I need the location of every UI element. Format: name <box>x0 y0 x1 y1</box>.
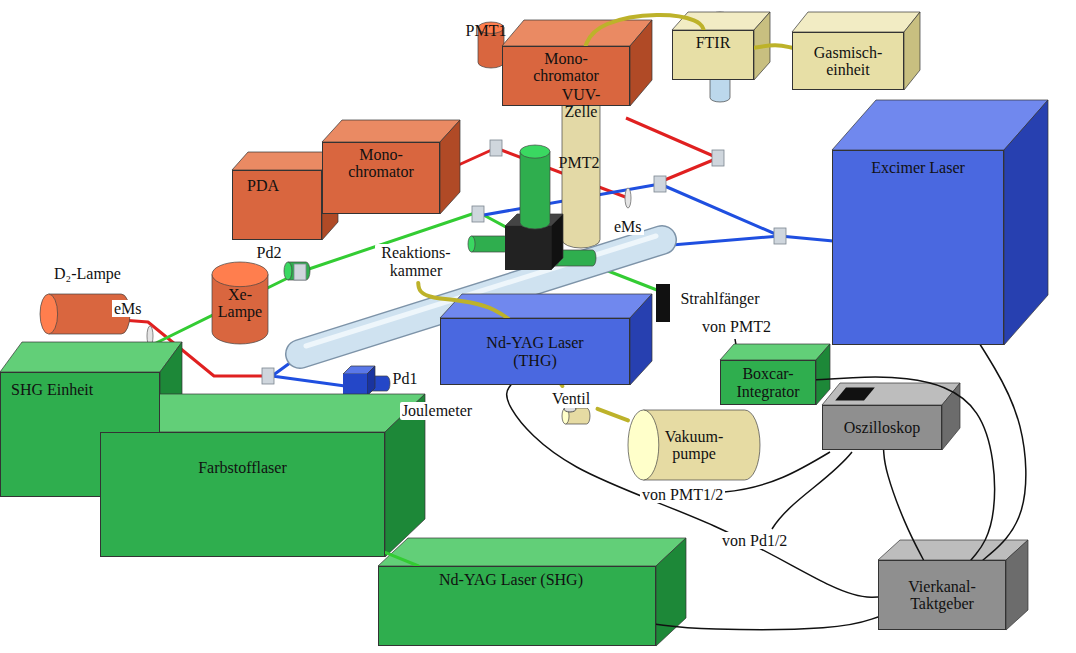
mirror <box>490 140 502 156</box>
xe-lamp-body <box>212 262 268 344</box>
gas-hose <box>754 45 792 48</box>
signal-cable <box>656 617 878 630</box>
signal-source-label: von Pd1/2 <box>720 532 789 549</box>
blue-beam <box>660 236 780 246</box>
beam-dump <box>656 284 670 322</box>
photodiode <box>284 262 310 280</box>
box-faces <box>822 383 960 450</box>
laser-box: Nd-YAG Laser (THG) <box>440 318 630 385</box>
box-faces <box>322 120 460 214</box>
photomultiplier <box>520 145 550 229</box>
excimer-laser-box: Excimer Laser <box>832 150 1004 345</box>
node-label: FTIR <box>696 34 731 51</box>
lamp: Xe-Lampe <box>211 262 269 344</box>
node-label: SHG Einheit <box>11 381 93 398</box>
mirror <box>294 264 306 280</box>
box-faces <box>832 100 1048 345</box>
mirror <box>262 368 274 384</box>
node-label: Vierkanal- Taktgeber <box>897 578 987 613</box>
valve-label: Ventil <box>545 386 598 412</box>
node-label: Farbstofflaser <box>198 459 287 476</box>
node-label: Joulemeter <box>400 402 474 419</box>
window-port <box>468 236 508 252</box>
beam-splitter-label: eMs <box>612 218 644 235</box>
detector-label: PMT1 <box>461 18 512 44</box>
signal-wire <box>772 452 852 529</box>
node-label: PMT2 <box>559 154 600 171</box>
vacuum-pump-body <box>628 410 760 480</box>
joulemeter-label: Joulemeter <box>395 398 480 424</box>
node-label: Pd1 <box>391 370 420 387</box>
dye-laser-box: Farbstofflaser <box>100 432 385 557</box>
signal-source-label: von PMT1/2 <box>640 486 725 503</box>
boxcar-box: Boxcar- Integrator <box>720 360 816 405</box>
reaction-chamber-label: Reaktions- kammer <box>371 240 461 283</box>
mirror <box>654 176 666 192</box>
detector-label: PMT2 <box>554 150 605 176</box>
node-label: PDA <box>247 177 279 194</box>
red-beam <box>626 118 718 184</box>
node-label: Vakuum- pumpe <box>659 428 729 463</box>
node-label: Mono- chromator <box>334 146 429 181</box>
pda-box: PDA <box>232 170 322 240</box>
mirror <box>774 228 786 244</box>
node-label: Strahlfänger <box>678 290 761 307</box>
node-label: Nd-YAG Laser (THG) <box>480 334 590 369</box>
signal-cable <box>816 377 995 560</box>
gas-mixer-box: Gasmisch- einheit <box>792 32 904 90</box>
gas-hose <box>598 409 629 420</box>
node-label: Boxcar- Integrator <box>727 365 809 400</box>
vuv-cell: VUV- Zelle <box>559 60 604 248</box>
node-label: Xe-Lampe <box>215 286 265 321</box>
box-faces <box>878 540 1028 630</box>
laser-box: Nd-YAG Laser (SHG) <box>378 566 656 646</box>
oscilloscope-box: Oszilloskop <box>822 405 942 450</box>
joulemeter <box>343 366 375 396</box>
node-label: Reaktions- kammer <box>375 244 457 279</box>
photodiode-label: Pd2 <box>250 240 289 266</box>
mirror <box>712 150 724 166</box>
lamp: D₂-Lampe <box>40 262 135 336</box>
ftir-box: FTIR <box>672 30 754 80</box>
beam-splitter-label: eMs <box>112 300 144 317</box>
mirror <box>472 206 484 222</box>
node-label: Ventil <box>550 390 592 407</box>
monochromator-box: Mono- chromator <box>322 142 440 214</box>
node-label: PMT1 <box>466 22 507 39</box>
node-label: Oszilloskop <box>844 419 920 436</box>
node-label: VUV- Zelle <box>561 86 602 121</box>
node-label: D₂-Lampe <box>52 265 123 282</box>
box-faces <box>792 12 920 90</box>
node-label: Pd2 <box>255 244 284 261</box>
node-label: Nd-YAG Laser (SHG) <box>439 571 583 588</box>
box-faces <box>720 344 830 405</box>
node-label: Mono- chromator <box>519 50 614 85</box>
signal-cable <box>884 450 924 560</box>
box-faces <box>378 538 686 646</box>
green-beam <box>385 552 419 566</box>
beam-dump-label: Strahlfänger <box>673 286 767 312</box>
node-label: Excimer Laser <box>871 159 965 176</box>
clock-box: Vierkanal- Taktgeber <box>878 560 1006 630</box>
node-label: Gasmisch- einheit <box>803 44 893 79</box>
beam-splitter <box>625 188 631 208</box>
signal-cable <box>980 345 1025 560</box>
vacuum-pump: Vakuum- pumpe <box>628 410 760 480</box>
box-faces <box>440 294 652 385</box>
oscilloscope-screen <box>835 387 875 400</box>
photodiode-label: Pd1 <box>386 366 425 392</box>
signal-source-label: von PMT2 <box>700 318 773 335</box>
